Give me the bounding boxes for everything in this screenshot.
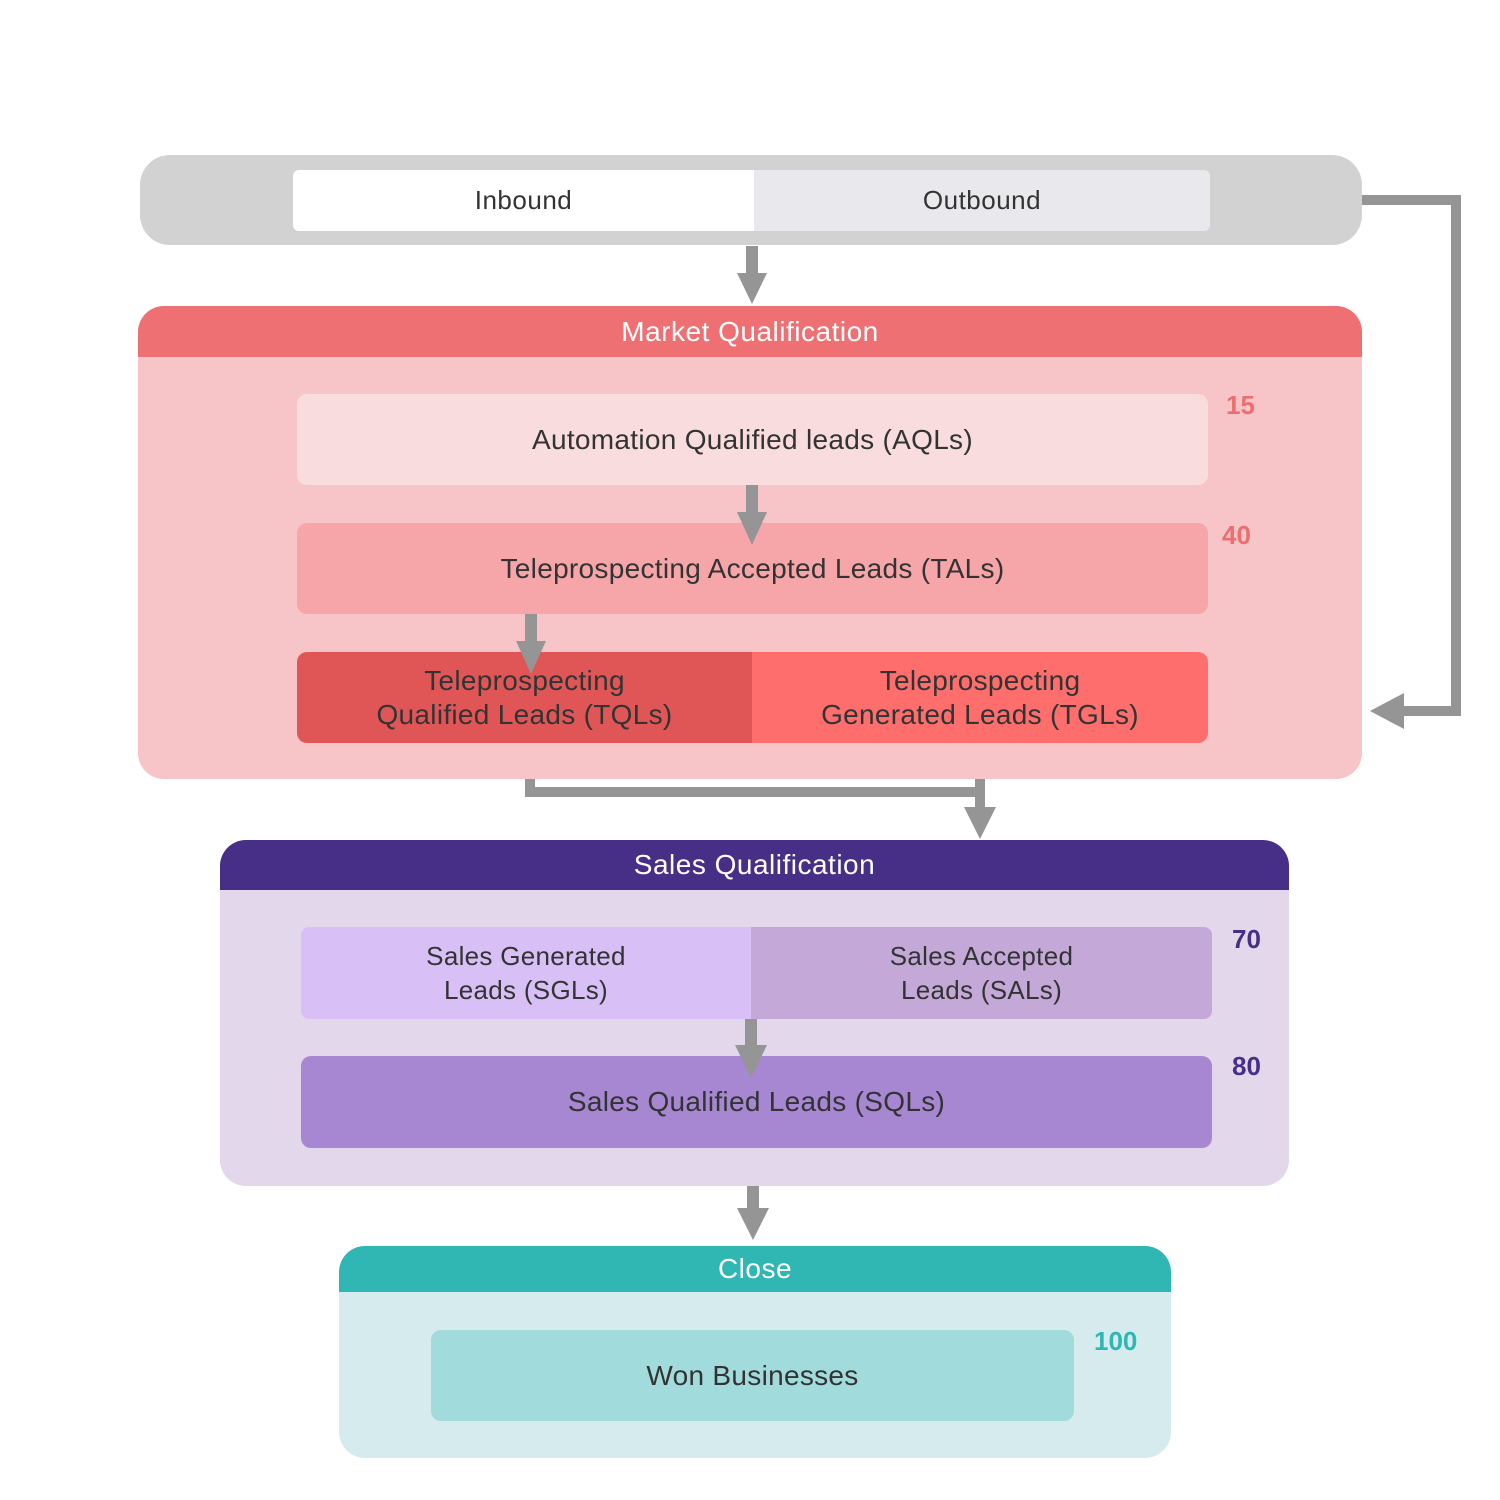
tgl-box[interactable]: Teleprospecting Generated Leads (TGLs) xyxy=(752,652,1208,743)
arrow-tal-to-tql xyxy=(516,614,546,674)
sales-qualification-header: Sales Qualification xyxy=(220,840,1289,890)
sal-box[interactable]: Sales Accepted Leads (SALs) xyxy=(751,927,1212,1019)
tal-box[interactable]: Teleprospecting Accepted Leads (TALs) xyxy=(297,523,1208,614)
aql-box[interactable]: Automation Qualified leads (AQLs) xyxy=(297,394,1208,485)
tgl-line2: Generated Leads (TGLs) xyxy=(821,698,1139,730)
tgl-line1: Teleprospecting xyxy=(879,664,1081,696)
sgl-box[interactable]: Sales Generated Leads (SGLs) xyxy=(301,927,751,1019)
arrow-source-to-market xyxy=(737,246,767,304)
close-header: Close xyxy=(339,1246,1171,1292)
arrow-market-to-sales xyxy=(525,779,996,839)
won-score: 100 xyxy=(1094,1326,1138,1356)
sal-line1: Sales Accepted xyxy=(889,941,1074,971)
sgl-line2: Leads (SGLs) xyxy=(443,975,608,1005)
tql-line1: Teleprospecting xyxy=(424,664,625,696)
market-qualification-header: Market Qualification xyxy=(138,306,1362,357)
tql-box[interactable]: Teleprospecting Qualified Leads (TQLs) xyxy=(297,652,752,743)
close-title: Close xyxy=(717,1253,793,1284)
sgl-line1: Sales Generated xyxy=(426,941,626,971)
tal-label: Teleprospecting Accepted Leads (TALs) xyxy=(500,552,1005,584)
sql-label: Sales Qualified Leads (SQLs) xyxy=(567,1086,946,1117)
sal-score: 70 xyxy=(1232,924,1261,954)
sql-box[interactable]: Sales Qualified Leads (SQLs) xyxy=(301,1056,1212,1148)
aql-label: Automation Qualified leads (AQLs) xyxy=(531,423,973,455)
arrow-sal-to-sql xyxy=(735,1019,767,1078)
won-businesses-box[interactable]: Won Businesses xyxy=(431,1330,1074,1421)
outbound-segment[interactable]: Outbound xyxy=(754,170,1210,231)
arrow-outbound-loop xyxy=(1362,195,1461,729)
inbound-segment[interactable]: Inbound xyxy=(293,170,754,231)
tal-score: 40 xyxy=(1222,520,1251,550)
tql-line2: Qualified Leads (TQLs) xyxy=(376,698,673,730)
inbound-label: Inbound xyxy=(474,185,573,215)
sal-line2: Leads (SALs) xyxy=(900,975,1063,1005)
aql-score: 15 xyxy=(1226,390,1255,420)
sql-score: 80 xyxy=(1232,1051,1261,1081)
market-qualification-title: Market Qualification xyxy=(621,315,879,347)
won-businesses-label: Won Businesses xyxy=(646,1359,859,1391)
sales-qualification-title: Sales Qualification xyxy=(633,849,876,880)
arrow-sales-to-close xyxy=(737,1186,769,1240)
arrow-aql-to-tal xyxy=(737,485,767,545)
outbound-label: Outbound xyxy=(922,185,1042,215)
